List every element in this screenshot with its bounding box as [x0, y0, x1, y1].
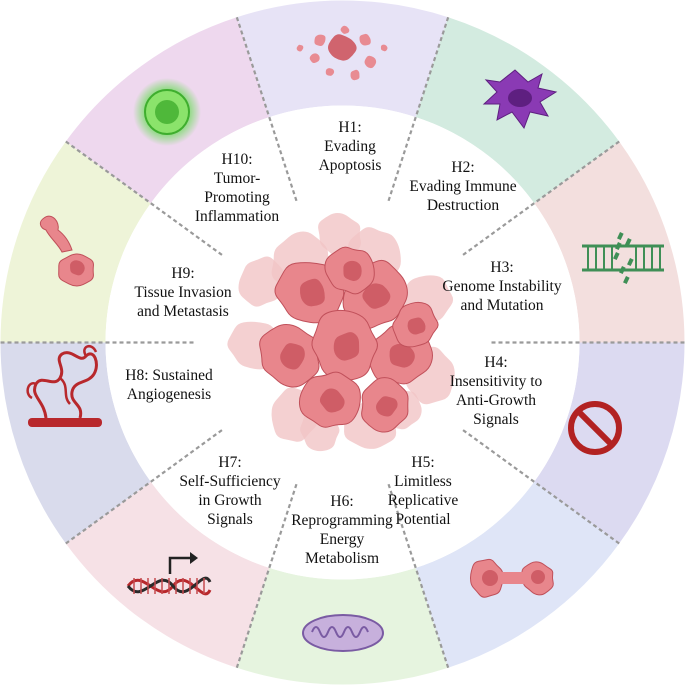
wedge-h8 — [0, 342, 151, 544]
cell-nucleus — [333, 332, 360, 361]
label-h5: H5: Limitless Replicative Potential — [387, 454, 459, 528]
label-h8: H8: Sustained Angiogenesis — [125, 367, 213, 403]
wedge-h3 — [534, 141, 685, 343]
divider-line — [235, 16, 298, 203]
label-h2: H2: Evading Immune Destruction — [409, 159, 517, 214]
apoptotic-cell-icon — [296, 25, 388, 81]
wedge-h9 — [0, 141, 151, 343]
divider-line — [235, 482, 298, 669]
label-h4: H4: Insensitivity to Anti-Growth Signals — [449, 354, 543, 428]
cell-nucleus — [407, 317, 426, 335]
divider-line — [387, 482, 450, 669]
divider-line — [461, 140, 620, 257]
cell-nucleus — [343, 260, 362, 282]
dna-transcription-icon — [126, 552, 212, 596]
inflamed-cell-icon — [133, 78, 201, 146]
tumor-cell-cluster — [227, 212, 455, 452]
label-h9: H9: Tissue Invasion and Metastasis — [134, 265, 232, 320]
divider-line — [65, 140, 224, 257]
migrating-cell-icon — [39, 215, 94, 287]
cell-nucleus — [280, 343, 305, 370]
mitochondrion-icon — [302, 614, 384, 652]
dividing-cell-icon — [469, 558, 554, 598]
blood-vessel-icon — [26, 344, 102, 427]
dividers — [0, 16, 685, 669]
divider-line — [65, 428, 224, 545]
cell-nucleus — [362, 283, 391, 309]
prohibited-icon — [568, 401, 622, 455]
background-cell — [318, 212, 361, 259]
cell-nucleus — [299, 278, 325, 307]
divider-line — [461, 428, 620, 545]
label-h1: H1: Evading Apoptosis — [318, 119, 382, 174]
label-h6: H6: Reprogramming Energy Metabolism — [291, 493, 393, 567]
divider-line — [387, 16, 450, 203]
broken-dna-icon — [582, 232, 664, 285]
background-cell — [238, 256, 286, 307]
cell-nucleus — [389, 343, 415, 368]
label-h3: H3: Genome Instability and Mutation — [442, 259, 562, 314]
immune-cell-icon — [482, 69, 558, 130]
label-h7: H7: Self-Sufficiency in Growth Signals — [179, 454, 281, 528]
hallmark-icons — [26, 25, 664, 652]
wedge-h7 — [65, 481, 270, 668]
cell-nucleus — [375, 396, 398, 417]
label-h10: H10: Tumor- Promoting Inflammation — [194, 151, 280, 225]
cell-nucleus — [319, 388, 345, 413]
